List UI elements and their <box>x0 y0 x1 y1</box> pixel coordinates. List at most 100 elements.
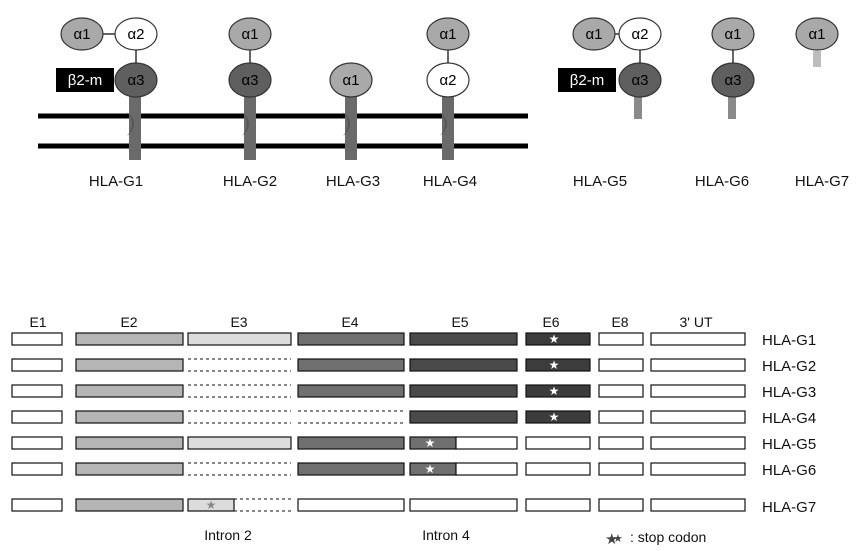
transcript-label: HLA-G5 <box>762 436 816 453</box>
exon-e4 <box>297 384 405 398</box>
isoform-name: HLA-G3 <box>326 173 380 190</box>
stop-codon-marker: ★ <box>549 384 560 398</box>
utr-3prime <box>650 410 746 424</box>
spliced-exon-e4 <box>298 410 404 424</box>
isoform-hla-g4: α1 α2 HLA-G4 <box>423 17 477 190</box>
gene-diagram: E1 E2 E3 E4 E5 E6 E8 3' UT HLA-G1 HLA-G2… <box>11 314 816 548</box>
exon-e1 <box>11 358 63 372</box>
alpha3-domain <box>114 62 158 98</box>
alpha1-label: α1 <box>585 26 602 43</box>
stop-codon-icon: ★ <box>605 531 618 548</box>
alpha3-label: α3 <box>631 72 648 89</box>
exon-e8 <box>598 462 644 476</box>
exon-e3 <box>187 436 292 450</box>
transcript-label: HLA-G6 <box>762 462 816 479</box>
exon-e6 <box>525 358 591 372</box>
stop-codon-marker: ★ <box>206 498 217 512</box>
alpha1-domain <box>60 17 104 51</box>
alpha2-label: α2 <box>631 26 648 43</box>
exon-e5 <box>409 358 518 372</box>
exon-header: E4 <box>341 314 358 330</box>
utr-3prime <box>650 384 746 398</box>
exon-e2 <box>75 498 184 512</box>
alpha1-label: α1 <box>73 26 90 43</box>
transcript-label: HLA-G7 <box>762 499 816 516</box>
alpha2-domain <box>114 17 158 51</box>
alpha2-label: α2 <box>127 26 144 43</box>
exon-e2 <box>75 384 184 398</box>
exon-e2 <box>75 332 184 346</box>
exon-e4 <box>297 436 405 450</box>
exon-e1 <box>11 384 63 398</box>
exon-header: E1 <box>29 314 46 330</box>
alpha1-domain <box>711 17 755 51</box>
intron4-label: Intron 4 <box>422 527 470 543</box>
b2m-label: β2-m <box>68 72 102 89</box>
alpha3-label: α3 <box>724 72 741 89</box>
alpha3-domain <box>618 62 662 98</box>
exon-header: E6 <box>542 314 559 330</box>
b2m-box <box>56 68 114 92</box>
alpha3-label: α3 <box>127 72 144 89</box>
exon-e1 <box>11 436 63 450</box>
alpha1-label: α1 <box>342 72 359 89</box>
exon-e1 <box>11 462 63 476</box>
b2m-label: β2-m <box>570 72 604 89</box>
alpha3-label: α3 <box>241 72 258 89</box>
spliced-exon-e3 <box>188 410 291 424</box>
alpha1-domain <box>795 17 839 51</box>
intron2-label: Intron 2 <box>204 527 252 543</box>
exon-rows: ★★★★★★★ <box>11 332 746 512</box>
alpha1-domain <box>329 62 373 98</box>
b2m-box <box>558 68 616 92</box>
exon-e5 <box>409 410 518 424</box>
exon-e8 <box>598 358 644 372</box>
exon-e5 <box>409 332 518 346</box>
exon-e5 <box>409 498 518 512</box>
isoform-name: HLA-G4 <box>423 173 477 190</box>
isoform-hla-g5: α1 α2 α3 β2-m HLA-G5 <box>558 17 662 190</box>
exon-header: E5 <box>451 314 468 330</box>
isoform-name: HLA-G7 <box>795 173 849 190</box>
intron-region <box>455 462 518 476</box>
alpha1-label: α1 <box>241 26 258 43</box>
stop-codon-marker: ★ <box>549 332 560 346</box>
stop-codon-marker: ★ <box>549 358 560 372</box>
stop-codon-marker: ★ <box>425 462 436 476</box>
exon-header: E3 <box>230 314 247 330</box>
alpha2-label: α2 <box>439 72 456 89</box>
exon-e8 <box>598 436 644 450</box>
exon-e8 <box>598 498 644 512</box>
alpha3-domain <box>711 62 755 98</box>
alpha2-domain <box>618 17 662 51</box>
utr-3prime <box>650 436 746 450</box>
transcript-label: HLA-G3 <box>762 384 816 401</box>
exon-e6 <box>525 436 591 450</box>
transcript-labels: HLA-G1 HLA-G2 HLA-G3 HLA-G4 HLA-G5 HLA-G… <box>762 332 816 516</box>
exon-e1 <box>11 410 63 424</box>
exon-e2 <box>75 436 184 450</box>
stop-codon-legend: ★ ★ : stop codon <box>605 529 706 548</box>
protein-diagram: α1 α2 α3 β2-m HLA-G1 α1 α3 HLA-G2 α1 <box>38 17 849 190</box>
utr-3prime <box>650 358 746 372</box>
isoform-hla-g3: α1 HLA-G3 <box>326 62 380 190</box>
alpha2-domain <box>426 62 470 98</box>
exon-header: 3' UT <box>679 314 712 330</box>
alpha1-domain <box>572 17 616 51</box>
utr-3prime <box>650 498 746 512</box>
isoform-hla-g1: α1 α2 α3 β2-m HLA-G1 <box>56 17 158 190</box>
isoform-name: HLA-G2 <box>223 173 277 190</box>
exon-e6 <box>525 384 591 398</box>
intron-region <box>234 498 291 512</box>
exon-e5 <box>409 384 518 398</box>
exon-e2 <box>75 462 184 476</box>
exon-e3-partial <box>187 498 235 512</box>
exon-e6 <box>525 498 591 512</box>
exon-e4 <box>297 498 405 512</box>
transcript-label: HLA-G2 <box>762 358 816 375</box>
exon-e2 <box>75 410 184 424</box>
isoform-hla-g2: α1 α3 HLA-G2 <box>223 17 277 190</box>
exon-e8 <box>598 332 644 346</box>
exon-e4 <box>297 332 405 346</box>
